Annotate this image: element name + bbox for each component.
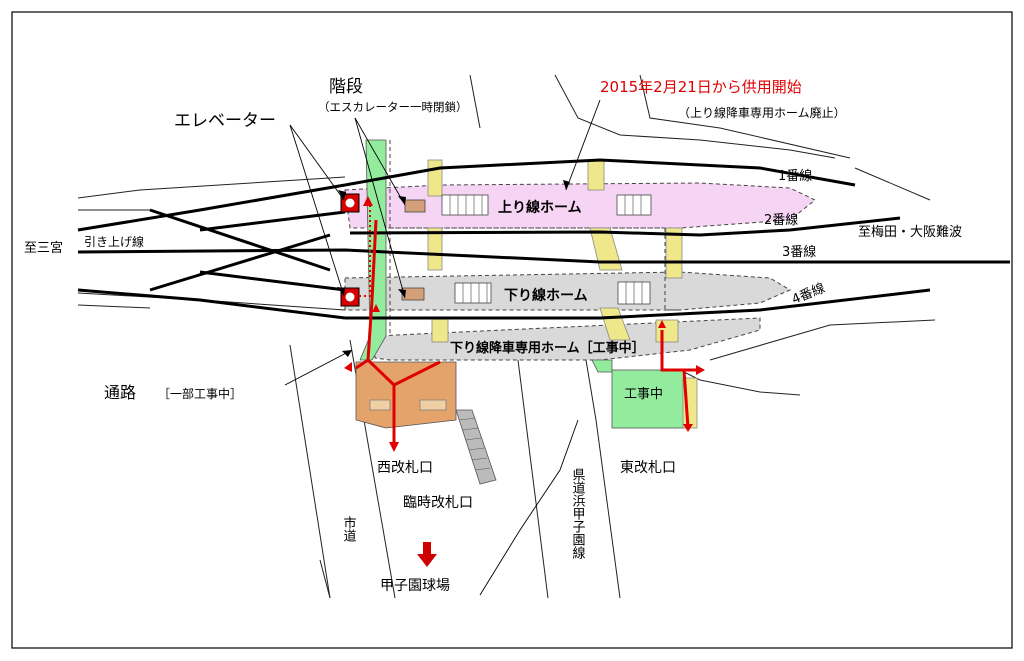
to-umeda: 至梅田・大阪難波 [858,225,962,240]
map-frame [11,11,1013,649]
route-arrows [355,219,696,445]
track-1: 1番線 [778,168,812,184]
construction-area-east [611,369,685,429]
west-passage [355,361,457,429]
to-sannomiya: 至三宮 [24,240,63,256]
pref-road-label: 県道浜甲子園線 [570,468,586,559]
stairs-label: 階段 [329,77,363,97]
stadium-arrow-icon [423,542,431,556]
east-gate-label: 東改札口 [620,460,676,476]
temp-gate-label: 臨時改札口 [403,495,473,511]
passage-sub: ［一部工事中］ [158,386,242,401]
up-platform-label: 上り線ホーム [498,199,582,216]
passage-label: 通路 [104,383,136,402]
elevator-label: エレベーター [174,111,276,131]
callout-lines [284,99,601,596]
down-alight-label: 下り線降車専用ホーム［工事中］ [450,340,645,356]
construction-label: 工事中 [624,387,663,402]
headline-sub: （上り線降車専用ホーム廃止） [678,105,846,120]
temp-gate-stairs [455,409,497,485]
tracks [77,158,1010,320]
track-2: 2番線 [764,212,798,228]
stairs-sub: （エスカレーター一時閉鎖） [318,100,468,114]
city-road-label: 市道 [341,515,357,542]
headline: 2015年2月21日から供用開始 [600,78,802,96]
pullout-track: 引き上げ線 [84,234,144,249]
stadium-label: 甲子園球場 [380,578,450,594]
down-platform-label: 下り線ホーム [504,287,588,304]
track-3: 3番線 [782,244,816,260]
west-gate-label: 西改札口 [377,460,433,476]
concourse-outline [389,140,680,336]
